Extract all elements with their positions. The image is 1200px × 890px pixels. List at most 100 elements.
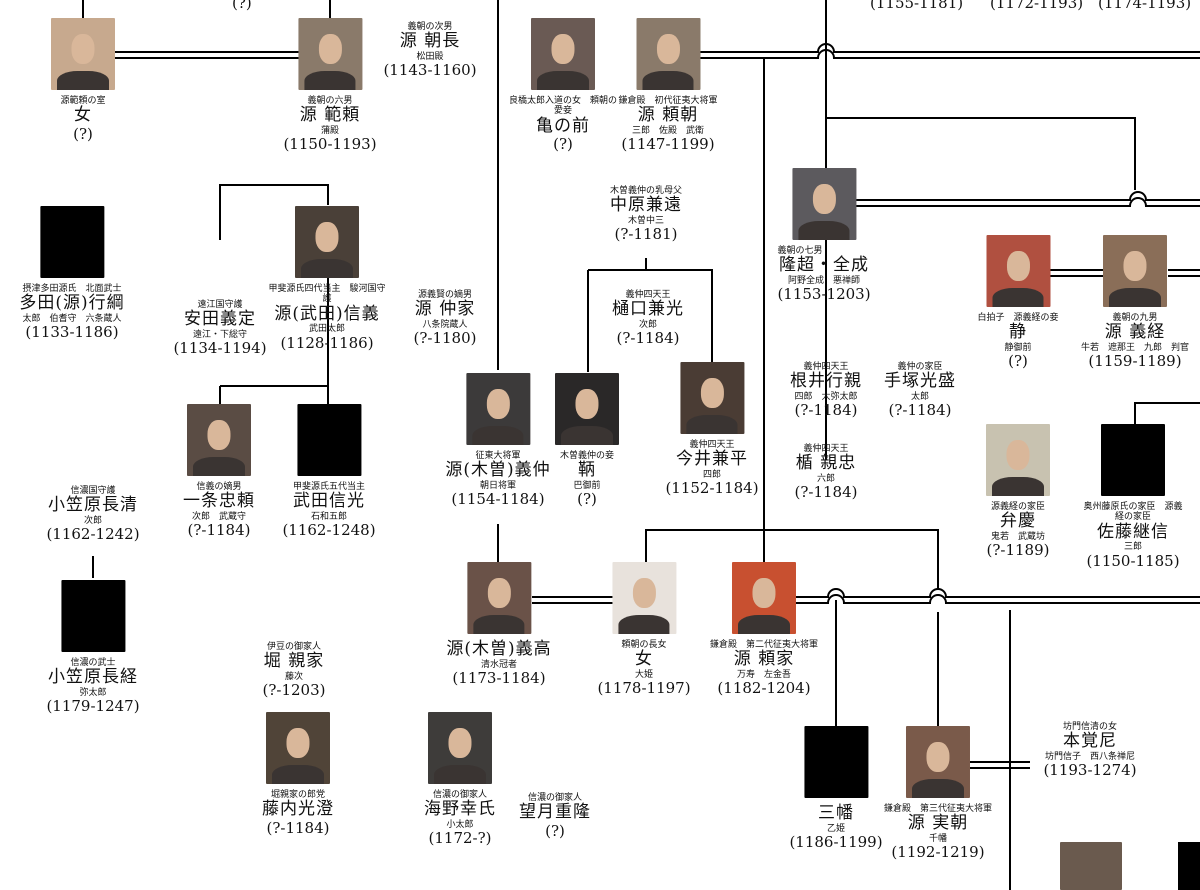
person-dates: (1162-1242) (46, 525, 140, 544)
person-alias: 石和五郎 (310, 511, 347, 522)
silhouette-placeholder-cutoff (1178, 842, 1200, 890)
person-role: 鎌倉殿 初代征夷大将軍 (618, 96, 718, 106)
person-node[interactable]: 木曽義仲の妾 鞆 巴御前 (?) (555, 373, 619, 508)
person-node[interactable]: 義仲四天王 楯 親忠 六郎 (?-1184) (795, 444, 858, 501)
person-dates: (1133-1186) (25, 323, 119, 342)
person-role: 義朝の六男 (307, 96, 353, 106)
person-node[interactable]: 三幡 乙姫 (1186-1199) (789, 726, 883, 851)
person-name: 隆超・全成 (779, 255, 869, 276)
portrait-photo (295, 206, 359, 278)
person-role: 源範頼の室 (60, 96, 106, 106)
person-dates: (?) (1008, 352, 1028, 371)
person-node[interactable]: 鎌倉殿 初代征夷大将軍 源 頼朝 三郎 佐殿 武衛 (1147-1199) (618, 18, 718, 153)
person-role: 堀親家の郎党 (270, 790, 325, 800)
person-dates: (1128-1186) (280, 333, 374, 352)
person-node[interactable]: 義朝の次男 源 朝長 松田殿 (1143-1160) (383, 22, 476, 79)
person-name: 根井行親 (790, 371, 862, 392)
person-node[interactable]: 甲斐源氏四代当主 駿河国守護 源(武田)信義 武田太郎 (1128-1186) (267, 206, 387, 352)
person-node[interactable]: 義仲四天王 樋口兼光 次郎 (?-1184) (612, 290, 684, 347)
person-dates: (1154-1184) (451, 490, 545, 509)
portrait-photo (555, 373, 619, 445)
person-role: 甲斐源氏五代当主 (292, 482, 365, 492)
person-dates: (1162-1248) (282, 521, 376, 540)
person-name: 鞆 (578, 460, 596, 481)
silhouette-placeholder (39, 206, 104, 278)
person-node[interactable]: 遠江国守護 安田義定 遠江・下総守 (1134-1194) (173, 300, 266, 357)
person-node[interactable]: 摂津多田源氏 北面武士 多田(源)行綱 太郎 伯耆守 六条蔵人 (1133-11… (19, 206, 124, 341)
person-dates: (?-1184) (187, 521, 251, 540)
person-name: 一条忠頼 (183, 491, 255, 512)
portrait-photo (985, 235, 1050, 307)
person-node[interactable]: 坊門信清の女 本覚尼 坊門信子 西八条禅尼 (1193-1274) (1043, 722, 1136, 779)
person-dates: (?-1184) (794, 401, 858, 420)
top-date-fragment: (1155-1181) (870, 0, 964, 12)
person-name: 海野幸氏 (424, 799, 496, 820)
person-alias: 巴御前 (573, 480, 601, 491)
person-node[interactable]: 甲斐源氏五代当主 武田信光 石和五郎 (1162-1248) (282, 404, 376, 540)
person-node[interactable]: 源義経の家臣 弁慶 鬼若 武蔵坊 (?-1189) (986, 424, 1050, 559)
portrait-photo (731, 562, 796, 634)
person-alias: 小太郎 (446, 819, 474, 830)
person-node[interactable]: 義朝の六男 源 範頼 蒲殿 (1150-1193) (283, 18, 377, 154)
person-role: 摂津多田源氏 北面武士 (22, 284, 122, 294)
person-node[interactable]: 鎌倉殿 第三代征夷大将軍 源 実朝 千幡 (1192-1219) (884, 726, 992, 861)
person-node[interactable]: 源(木曽)義高 清水冠者 (1173-1184) (446, 562, 551, 687)
top-date-fragment: (1172-1193) (990, 0, 1084, 12)
person-node[interactable]: 白拍子 源義経の妾 静 静御前 (?) (977, 235, 1059, 371)
person-node[interactable]: 奥州藤原氏の家臣 源義経の家臣 佐藤継信 三郎 (1150-1185) (1083, 424, 1183, 570)
person-alias: 太郎 伯耆守 六条蔵人 (22, 313, 122, 324)
person-alias: 藤次 (284, 671, 303, 682)
person-role: 奥州藤原氏の家臣 源義経の家臣 (1083, 502, 1183, 523)
person-node[interactable]: 木曽義仲の乳母父 中原兼遠 木曽中三 (?-1181) (610, 186, 682, 243)
person-name: 源 仲家 (414, 299, 476, 320)
person-name: 三幡 (818, 803, 854, 823)
person-node[interactable]: 義仲の家臣 手塚光盛 太郎 (?-1184) (884, 362, 956, 419)
person-dates: (1150-1185) (1086, 551, 1180, 570)
portrait-photo (1102, 235, 1167, 307)
person-node[interactable]: 義仲四天王 今井兼平 四郎 (1152-1184) (665, 362, 759, 497)
person-alias: 四郎 大弥太郎 (794, 391, 858, 402)
person-node[interactable]: 源範頼の室 女 (?) (51, 18, 115, 143)
person-dates: (1134-1194) (173, 339, 267, 358)
person-name: 源(木曽)義仲 (445, 460, 551, 481)
person-node[interactable]: 征東大将軍 源(木曽)義仲 朝日将軍 (1154-1184) (445, 373, 550, 508)
person-alias: 武田太郎 (308, 324, 345, 335)
person-dates: (1192-1219) (891, 843, 985, 862)
person-alias: 弥太郎 (79, 687, 107, 698)
person-node[interactable]: 源義賢の嫡男 源 仲家 八条院蔵人 (?-1180) (414, 290, 477, 347)
person-alias: 静御前 (1004, 342, 1032, 353)
person-node[interactable]: 堀親家の郎党 藤内光澄 (?-1184) (262, 712, 334, 837)
person-name: 源 頼家 (733, 649, 795, 670)
person-node[interactable]: 頼朝の長女 女 大姫 (1178-1197) (597, 562, 691, 697)
silhouette-placeholder (804, 726, 868, 798)
person-name: 今井兼平 (676, 449, 748, 470)
person-alias: 朝日将軍 (479, 480, 517, 491)
person-alias: 次郎 (638, 319, 657, 330)
person-node[interactable]: 信濃国守護 小笠原長清 次郎 (1162-1242) (46, 486, 139, 543)
person-name: 小笠原長清 (48, 495, 138, 516)
person-role: 遠江国守護 (197, 300, 243, 310)
portrait-photo (187, 404, 251, 476)
portrait-photo (986, 424, 1050, 496)
person-node[interactable]: 伊豆の御家人 堀 親家 藤次 (?-1203) (263, 642, 326, 699)
person-node[interactable]: 信濃の御家人 望月重隆 (?) (519, 793, 591, 840)
person-dates: (1150-1193) (283, 135, 377, 154)
person-role: 鎌倉殿 第三代征夷大将軍 (883, 804, 993, 814)
person-dates: (?) (553, 135, 573, 154)
person-node[interactable]: 義仲四天王 根井行親 四郎 大弥太郎 (?-1184) (790, 362, 862, 419)
person-node[interactable]: 義朝の九男 源 義経 牛若 遮那王 九郎 判官 (1159-1189) (1081, 235, 1189, 370)
person-name: 静 (1008, 322, 1027, 343)
person-dates: (?-1189) (986, 541, 1050, 560)
person-dates: (1186-1199) (789, 832, 883, 851)
person-node[interactable]: 信義の嫡男 一条忠頼 次郎 武蔵守 (?-1184) (183, 404, 255, 539)
person-node[interactable]: 信濃の御家人 海野幸氏 小太郎 (1172-?) (424, 712, 496, 847)
person-alias: 鬼若 武蔵坊 (990, 531, 1045, 542)
person-name: 樋口兼光 (612, 299, 684, 320)
person-node[interactable]: 良橋太郎入道の女 頼朝の愛妾 亀の前 (?) (508, 18, 618, 153)
person-name: 武田信光 (293, 491, 365, 512)
person-node[interactable]: 義朝の七男 隆超・全成 阿野全成 悪禅師 (1153-1203) (777, 168, 871, 303)
person-node[interactable]: 信濃の武士 小笠原長経 弥太郎 (1179-1247) (46, 580, 140, 715)
person-alias: 六郎 (816, 473, 835, 484)
person-node[interactable]: 鎌倉殿 第二代征夷大将軍 源 頼家 万寿 左金吾 (1182-1204) (710, 562, 818, 697)
person-alias: 遠江・下総守 (192, 329, 247, 340)
